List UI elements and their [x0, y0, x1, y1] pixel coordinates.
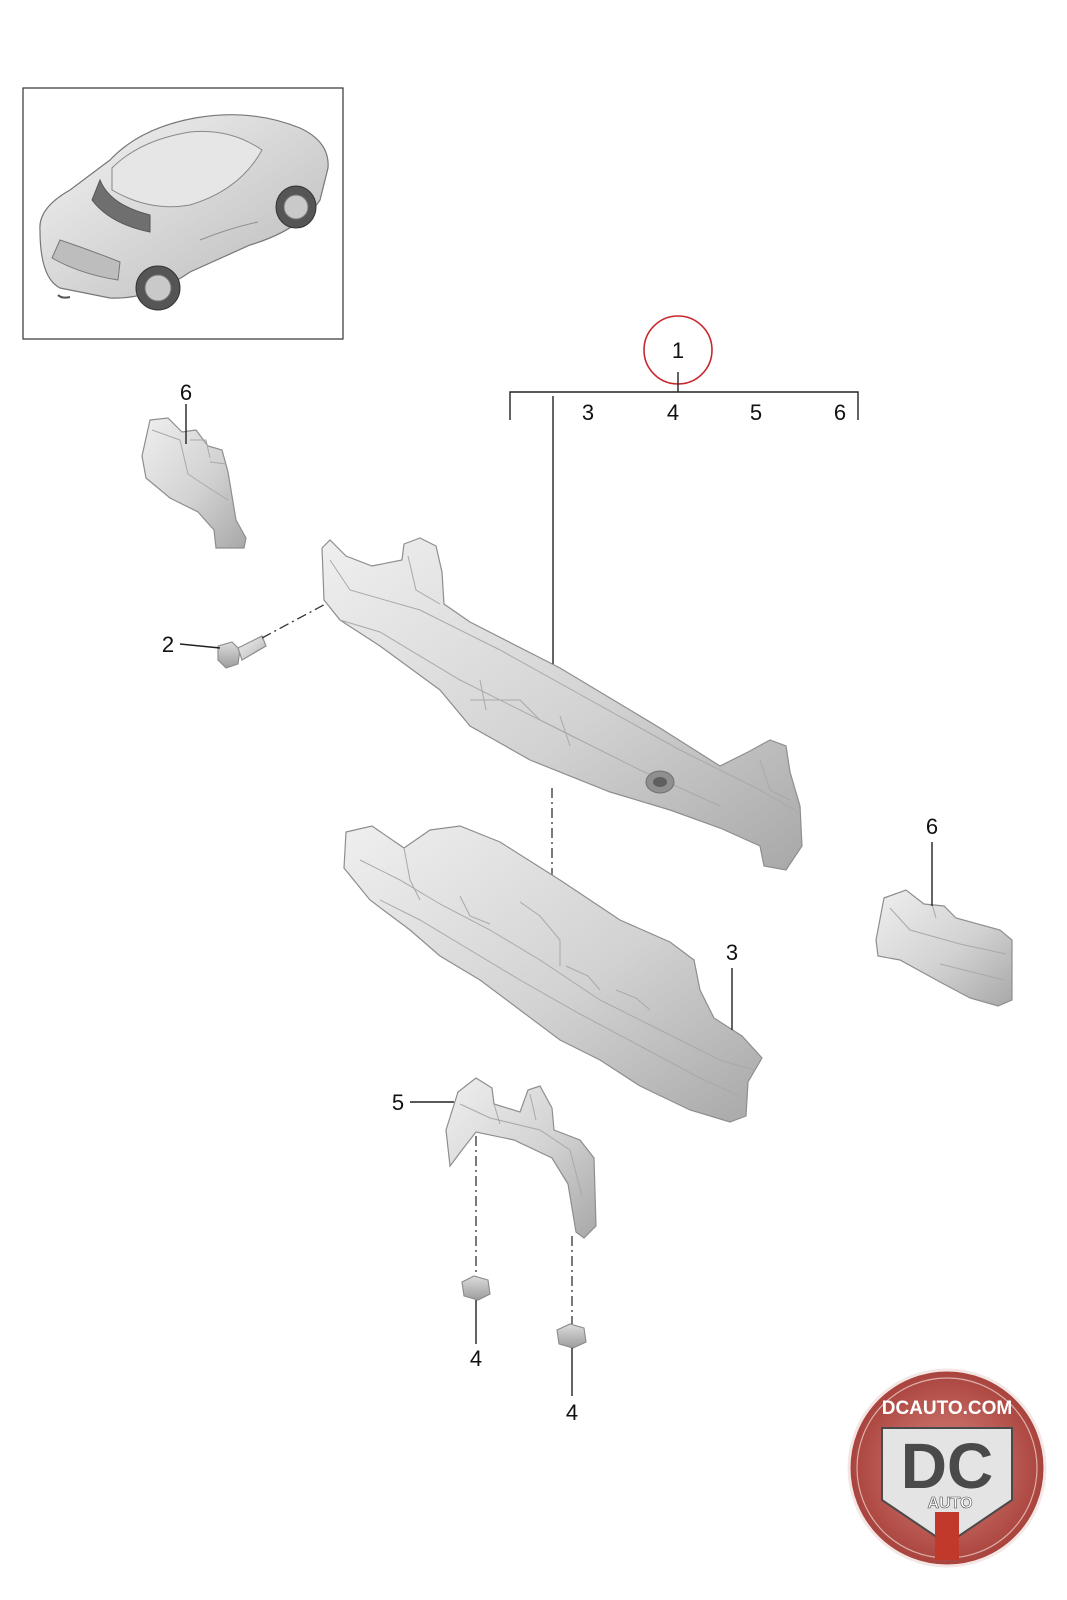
- callout-nut-left: 4: [470, 1346, 482, 1371]
- group-member-6: 6: [834, 400, 846, 425]
- nut-right: 4: [556, 1323, 587, 1425]
- logo-domain-text: DCAUTO.COM: [882, 1398, 1013, 1419]
- nut-left: 4: [461, 1275, 491, 1371]
- callout-mount-right: 6: [926, 814, 938, 839]
- callout-shield: 3: [726, 940, 738, 965]
- group-member-5: 5: [750, 400, 762, 425]
- callout-bracket: 5: [392, 1090, 404, 1115]
- group-member-4: 4: [667, 400, 679, 425]
- logo-letters: DC: [901, 1430, 993, 1502]
- callout-group-1: 1 3 4 5 6: [509, 315, 859, 678]
- callout-bolt: 2: [162, 632, 174, 657]
- dcauto-logo: DCAUTO.COM DC AUTO: [847, 1368, 1047, 1568]
- mount-bracket-right: 6: [875, 814, 1013, 1007]
- car-illustration: [39, 114, 329, 311]
- callout-mount-left: 6: [180, 380, 192, 405]
- logo-word: AUTO: [927, 1495, 972, 1512]
- bumper-carrier: [321, 537, 803, 871]
- callout-nut-right: 4: [566, 1400, 578, 1425]
- vehicle-overview-thumbnail: [22, 87, 344, 340]
- mount-bracket-left: 6: [141, 380, 247, 549]
- group-member-3: 3: [582, 400, 594, 425]
- support-bracket: 5: [392, 1077, 597, 1239]
- callout-group-label: 1: [672, 338, 684, 363]
- heat-shield: 3: [343, 825, 763, 1123]
